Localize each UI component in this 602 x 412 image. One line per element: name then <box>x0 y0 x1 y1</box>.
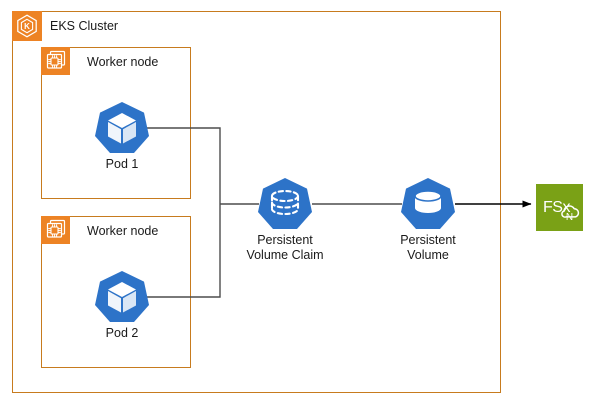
kubernetes-persistent-volume-claim-icon <box>257 176 313 232</box>
pvc-label: Persistent Volume Claim <box>246 233 324 262</box>
pod-1-label: Pod 1 <box>105 157 139 171</box>
worker-node-icon <box>41 216 70 244</box>
worker-node-1-group-box <box>41 47 191 199</box>
worker-node-icon <box>41 47 70 75</box>
kubernetes-pod-icon <box>94 269 150 325</box>
kubernetes-pod-icon <box>94 100 150 156</box>
worker-node-2-label: Worker node <box>87 224 159 238</box>
eks-cluster-icon: K <box>12 11 42 41</box>
svg-text:K: K <box>24 22 30 31</box>
pv-label: Persistent Volume <box>400 233 456 262</box>
eks-cluster-group-box <box>12 11 501 393</box>
aws-fsx-for-netapp-ontap-icon: FSx N <box>536 184 583 231</box>
eks-cluster-label: EKS Cluster <box>50 19 119 33</box>
svg-text:N: N <box>566 212 573 223</box>
worker-node-1-label: Worker node <box>87 55 159 69</box>
pod-2-label: Pod 2 <box>105 326 139 340</box>
kubernetes-persistent-volume-icon <box>400 176 456 232</box>
